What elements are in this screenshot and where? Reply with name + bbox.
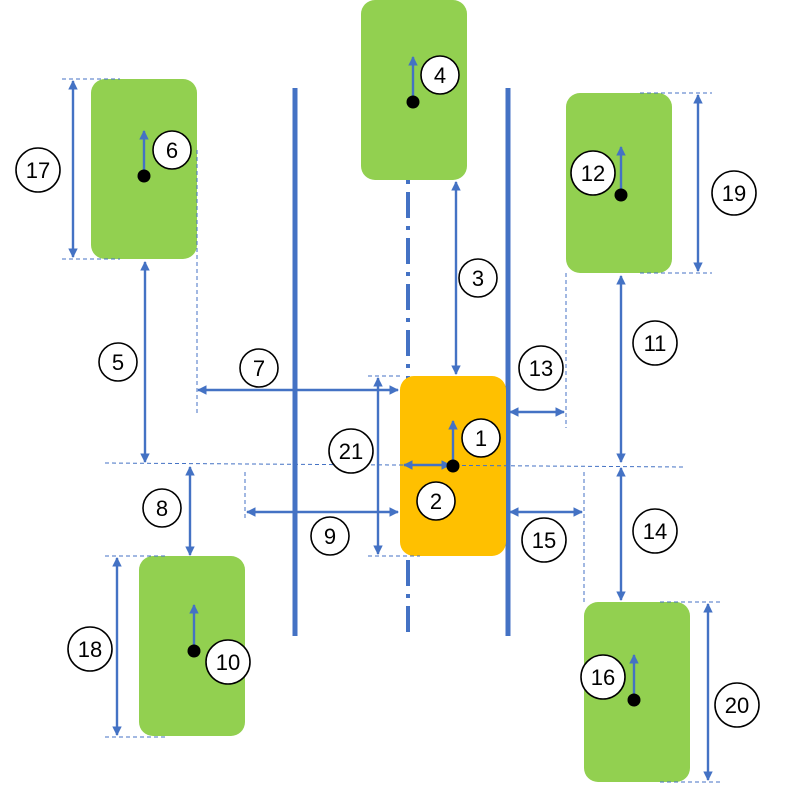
label-16: 16 — [580, 654, 626, 700]
dimension-arrows — [68, 80, 713, 781]
reference-point — [137, 169, 151, 183]
label-11: 11 — [632, 320, 678, 366]
reference-point — [614, 188, 628, 202]
label-9-text: 9 — [324, 524, 336, 549]
label-15: 15 — [521, 517, 567, 563]
label-4-text: 4 — [434, 63, 446, 88]
label-17-text: 17 — [26, 158, 50, 183]
vehicle-rear-right — [584, 602, 690, 782]
label-1: 1 — [461, 418, 501, 458]
label-15-text: 15 — [532, 528, 556, 553]
label-5-text: 5 — [112, 350, 124, 375]
reference-point — [406, 95, 420, 109]
label-13-text: 13 — [529, 356, 553, 381]
label-19: 19 — [711, 170, 757, 216]
label-12-text: 12 — [581, 161, 605, 186]
label-2: 2 — [416, 481, 456, 521]
label-21: 21 — [328, 428, 374, 474]
label-7: 7 — [239, 348, 279, 388]
reference-points — [137, 95, 641, 707]
label-13: 13 — [518, 345, 564, 391]
label-6: 6 — [152, 130, 192, 170]
label-8-text: 8 — [156, 496, 168, 521]
label-7-text: 7 — [253, 356, 265, 381]
label-5: 5 — [98, 342, 138, 382]
label-19-text: 19 — [722, 181, 746, 206]
number-labels: 1 2 3 4 5 6 7 8 9 10 11 12 13 14 15 16 1… — [15, 55, 760, 728]
label-10: 10 — [205, 639, 251, 685]
extension-lines — [62, 78, 722, 783]
lane-lines — [292, 88, 511, 636]
label-8: 8 — [142, 488, 182, 528]
label-17: 17 — [15, 147, 61, 193]
label-16-text: 16 — [591, 665, 615, 690]
reference-point — [446, 459, 460, 473]
reference-point — [627, 693, 641, 707]
label-9: 9 — [310, 516, 350, 556]
label-6-text: 6 — [166, 138, 178, 163]
label-1-text: 1 — [475, 426, 487, 451]
heading-arrows — [139, 56, 639, 699]
label-12: 12 — [570, 150, 616, 196]
label-14-text: 14 — [643, 519, 667, 544]
label-20: 20 — [714, 682, 760, 728]
label-3: 3 — [458, 258, 498, 298]
label-18: 18 — [67, 626, 113, 672]
label-14: 14 — [632, 508, 678, 554]
ego-reference-line — [104, 462, 686, 468]
label-2-text: 2 — [430, 489, 442, 514]
label-11-text: 11 — [644, 331, 667, 356]
label-3-text: 3 — [472, 266, 484, 291]
label-20-text: 20 — [725, 693, 749, 718]
label-18-text: 18 — [78, 637, 102, 662]
label-4: 4 — [420, 55, 460, 95]
vehicle-front-right — [566, 93, 672, 273]
reference-point — [187, 644, 201, 658]
label-21-text: 21 — [339, 439, 363, 464]
label-10-text: 10 — [216, 650, 240, 675]
